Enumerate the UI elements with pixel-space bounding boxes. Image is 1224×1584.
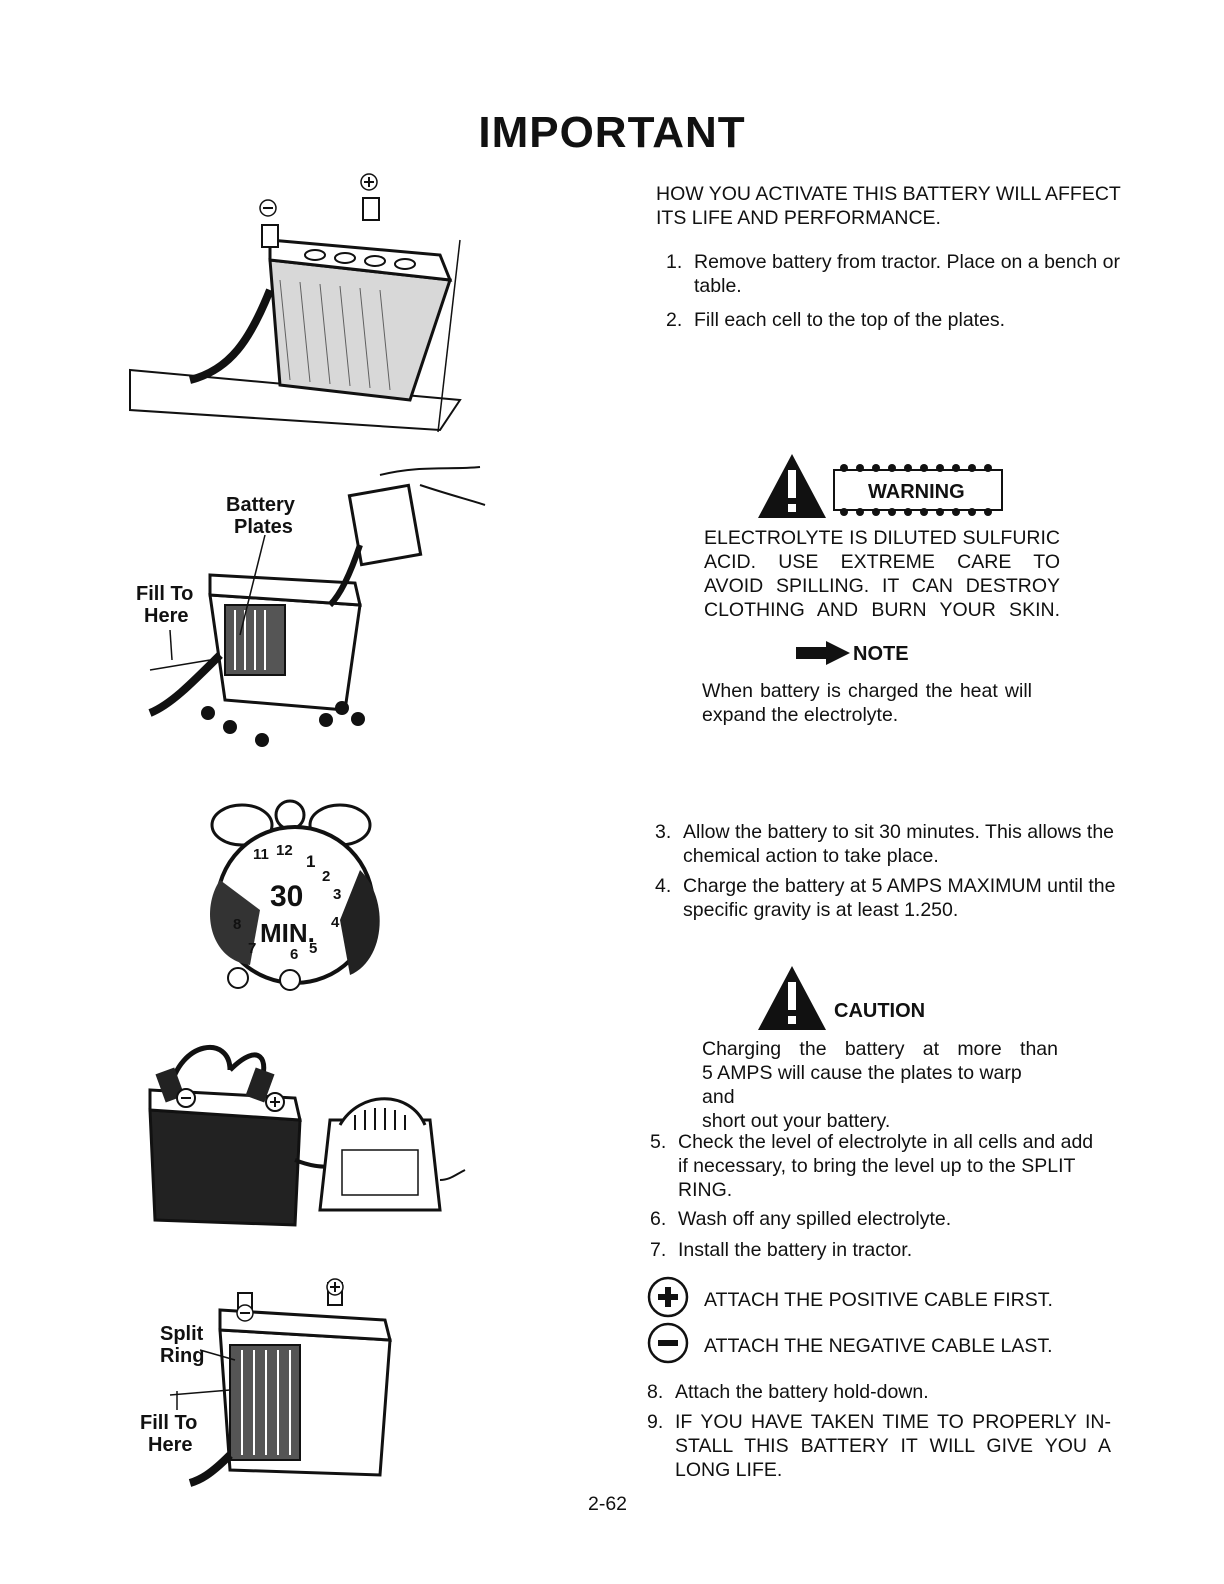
caution-line: 5 AMPS will cause the plates to warp and <box>702 1062 1022 1108</box>
warning-line: CLOTHING AND BURN YOUR SKIN. <box>704 599 1060 621</box>
filling-cells-illustration <box>148 466 486 747</box>
split-ring-label: Split Ring <box>160 1323 204 1367</box>
step-text: Install the battery in tractor. <box>678 1239 913 1261</box>
label-line: Battery <box>226 494 295 516</box>
warning-line: AVOID SPILLING. IT CAN DESTROY <box>704 575 1060 597</box>
timer-number: 8 <box>233 916 242 933</box>
caution-line: Charging the battery at more than <box>702 1038 1058 1060</box>
note-label: NOTE <box>853 643 909 665</box>
fill-to-here-label-1: Fill To Here <box>136 583 193 627</box>
note-arrow-icon <box>796 641 850 665</box>
caution-label: CAUTION <box>834 1000 926 1022</box>
timer-number: 4 <box>331 914 340 931</box>
intro-line-2: ITS LIFE AND PERFORMANCE. <box>656 207 941 229</box>
intro-text: HOW YOU ACTIVATE THIS BATTERY WILL AFFEC… <box>656 182 1121 230</box>
label-line: Here <box>148 1434 193 1456</box>
step-number: 1. <box>666 251 683 273</box>
step-text: Fill each cell to the top of the plates. <box>694 309 1006 331</box>
battery-on-bench-illustration <box>129 173 462 433</box>
battery-charger-illustration <box>148 1044 466 1227</box>
step-3: 3. Allow the battery to sit 30 minutes. … <box>655 820 1135 880</box>
timer-minutes: 30 <box>270 880 304 913</box>
label-line: Here <box>144 605 189 627</box>
timer-number: 5 <box>309 940 318 957</box>
step-number: 7. <box>650 1239 667 1261</box>
step-text: Check the level of electrolyte in all ce… <box>678 1131 1094 1153</box>
step-text: Attach the battery hold-down. <box>675 1381 929 1403</box>
split-ring-illustration <box>169 1278 392 1487</box>
step-number: 8. <box>647 1381 664 1403</box>
negative-cable-instruction: ATTACH THE NEGATIVE CABLE LAST. <box>704 1335 1053 1357</box>
step-text: specific gravity is at least 1.250. <box>683 899 959 921</box>
label-line: Fill To <box>140 1412 198 1434</box>
step-number: 6. <box>650 1208 667 1230</box>
warning-banner <box>833 464 1003 516</box>
label-line: Split <box>160 1323 204 1345</box>
plus-icon <box>647 1276 689 1318</box>
timer-number: 7 <box>248 940 257 957</box>
timer-number: 11 <box>253 846 269 863</box>
step-text: if necessary, to bring the level up to t… <box>678 1155 1076 1177</box>
step-number: 9. <box>647 1411 664 1433</box>
warning-triangle-icon <box>758 454 826 518</box>
step-text: chemical action to take place. <box>683 845 939 867</box>
step-2: 2. Fill each cell to the top of the plat… <box>666 308 1146 338</box>
note-line: expand the electrolyte. <box>702 704 899 726</box>
timer-number: 1 <box>306 852 316 871</box>
timer-number: 2 <box>322 868 331 885</box>
note-line: When battery is charged the heat will <box>702 680 1032 702</box>
step-1: 1. Remove battery from tractor. Place on… <box>666 250 1146 310</box>
warning-line: ACID. USE EXTREME CARE TO <box>704 551 1060 573</box>
step-text: IF YOU HAVE TAKEN TIME TO PROPERLY IN- <box>675 1411 1111 1433</box>
caution-line: short out your battery. <box>702 1110 891 1132</box>
timer-number: 12 <box>276 842 293 859</box>
step-6: 6. Wash off any spilled electrolyte. <box>650 1207 1130 1237</box>
step-number: 3. <box>655 821 672 843</box>
note-text: When battery is charged the heat will ex… <box>702 679 1032 727</box>
page-title: IMPORTANT <box>478 108 746 157</box>
step-text: Remove battery from tractor. Place on a … <box>694 251 1120 273</box>
step-4: 4. Charge the battery at 5 AMPS MAXIMUM … <box>655 874 1135 934</box>
timer-illustration <box>210 799 380 991</box>
label-line: Ring <box>160 1345 205 1367</box>
step-text: RING. <box>678 1179 733 1201</box>
fill-to-here-label-2: Fill To Here <box>140 1412 197 1456</box>
positive-cable-instruction: ATTACH THE POSITIVE CABLE FIRST. <box>704 1289 1053 1311</box>
minus-icon <box>647 1322 689 1364</box>
step-text: Wash off any spilled electrolyte. <box>678 1208 952 1230</box>
timer-unit: MIN. <box>260 918 315 948</box>
label-line: Fill To <box>136 583 194 605</box>
warning-text: ELECTROLYTE IS DILUTED SULFURIC ACID. US… <box>704 526 1060 622</box>
step-text: Charge the battery at 5 AMPS MAXIMUM unt… <box>683 875 1116 897</box>
step-number: 2. <box>666 309 683 331</box>
intro-line-1: HOW YOU ACTIVATE THIS BATTERY WILL AFFEC… <box>656 183 1121 205</box>
page-number: 2-62 <box>588 1493 628 1515</box>
step-text: Allow the battery to sit 30 minutes. Thi… <box>683 821 1115 843</box>
step-text: STALL THIS BATTERY IT WILL GIVE YOU A <box>675 1435 1111 1457</box>
warning-line: ELECTROLYTE IS DILUTED SULFURIC <box>704 527 1060 549</box>
step-5: 5. Check the level of electrolyte in all… <box>650 1130 1130 1210</box>
step-text: LONG LIFE. <box>675 1459 783 1481</box>
step-number: 5. <box>650 1131 667 1153</box>
warning-label: WARNING <box>868 481 965 503</box>
step-9: 9. IF YOU HAVE TAKEN TIME TO PROPERLY IN… <box>647 1410 1127 1490</box>
step-number: 4. <box>655 875 672 897</box>
step-8: 8. Attach the battery hold-down. <box>647 1380 1127 1410</box>
battery-plates-label: Battery Plates <box>226 494 295 538</box>
step-text: table. <box>694 275 742 297</box>
label-line: Plates <box>234 516 293 538</box>
step-7: 7. Install the battery in tractor. <box>650 1238 1130 1268</box>
timer-number: 6 <box>290 946 299 963</box>
caution-text: Charging the battery at more than 5 AMPS… <box>702 1037 1058 1133</box>
caution-triangle-icon <box>758 966 826 1030</box>
timer-number: 3 <box>333 886 342 903</box>
